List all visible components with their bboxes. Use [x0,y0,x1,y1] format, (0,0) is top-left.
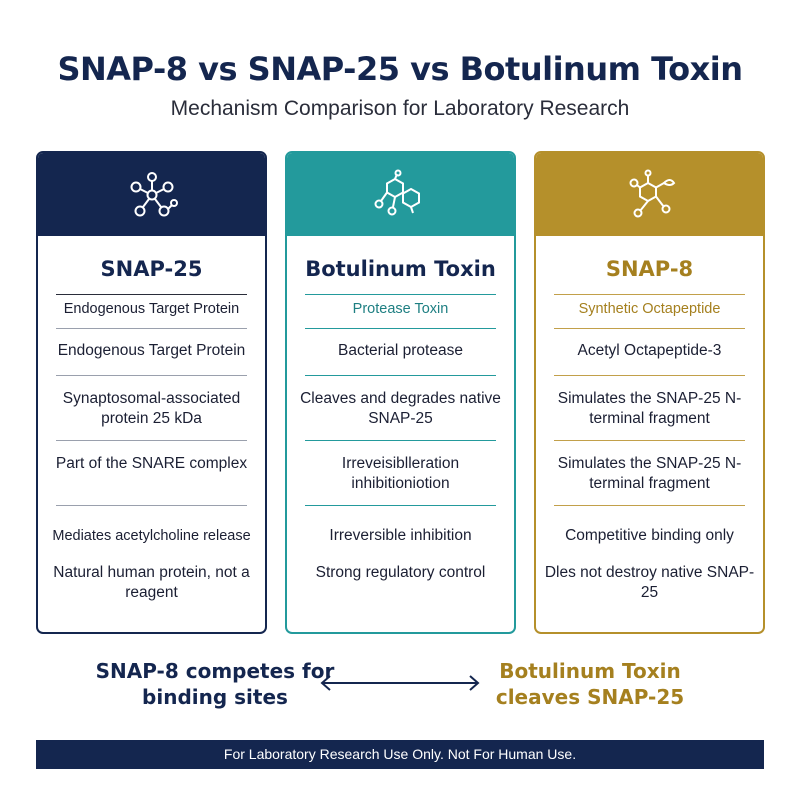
divider [554,294,745,295]
divider [305,375,496,376]
card-subtitle: Protease Toxin [352,301,449,317]
divider [56,328,247,329]
card-row: Irreversible inhibition [329,527,472,544]
card-title: Botulinum Toxin [305,257,496,281]
card-row: Competitive binding only [565,527,734,544]
card-row: Simulates the SNAP-25 N-terminal fragmen… [557,390,742,427]
bottom-left-caption: SNAP-8 competes for binding sites [95,659,335,709]
double-arrow-icon [320,675,480,691]
page-subtitle: Mechanism Comparison for Laboratory Rese… [170,97,630,120]
divider [305,505,496,506]
divider [56,294,247,295]
page-title: SNAP-8 vs SNAP-25 vs Botulinum Toxin [57,50,743,88]
card-header [38,153,265,236]
card-row: Bacterial protease [338,342,463,359]
card-snap-8: SNAP-8 Synthetic Octapeptide Acetyl Octa… [534,151,765,634]
card-title: SNAP-25 [100,257,203,281]
card-row: Irreveisiblleration inhibitioniotion [341,455,460,492]
divider [305,328,496,329]
divider [56,505,247,506]
card-botulinum-toxin: Botulinum Toxin Protease Toxin Bacterial… [285,151,516,634]
card-row: Endogenous Target Protein [57,342,246,359]
divider [554,328,745,329]
divider [554,505,745,506]
card-row: Cleaves and degrades native SNAP-25 [300,390,501,427]
card-row: Synaptosomal-associated protein 25 kDa [62,390,241,427]
divider [554,440,745,441]
divider [554,375,745,376]
hexagon-molecule-icon [374,169,420,215]
card-row: Simulates the SNAP-25 N-terminal fragmen… [557,455,742,492]
card-header [287,153,514,236]
card-row: Mediates acetylcholine release [52,528,251,544]
card-row: Strong regulatory control [315,564,486,581]
card-header [536,153,763,236]
divider [56,440,247,441]
divider [305,294,496,295]
card-subtitle: Endogenous Target Protein [63,301,240,317]
card-row: Acetyl Octapeptide-3 [577,342,722,359]
divider [305,440,496,441]
card-title: SNAP-8 [605,257,694,281]
bottom-right-caption: Botulinum Toxin cleaves SNAP-25 [495,659,685,709]
card-row: Dles not destroy native SNAP-25 [544,564,755,601]
card-subtitle: Synthetic Octapeptide [578,301,721,317]
card-snap-25: SNAP-25 Endogenous Target Protein Endoge… [36,151,267,634]
footer-disclaimer: For Laboratory Research Use Only. Not Fo… [36,740,764,769]
divider [56,375,247,376]
peptide-molecule-icon [629,169,675,217]
card-row: Part of the SNARE complex [55,455,248,472]
molecule-icon [130,171,178,216]
card-row: Natural human protein, not a reagent [53,564,250,601]
